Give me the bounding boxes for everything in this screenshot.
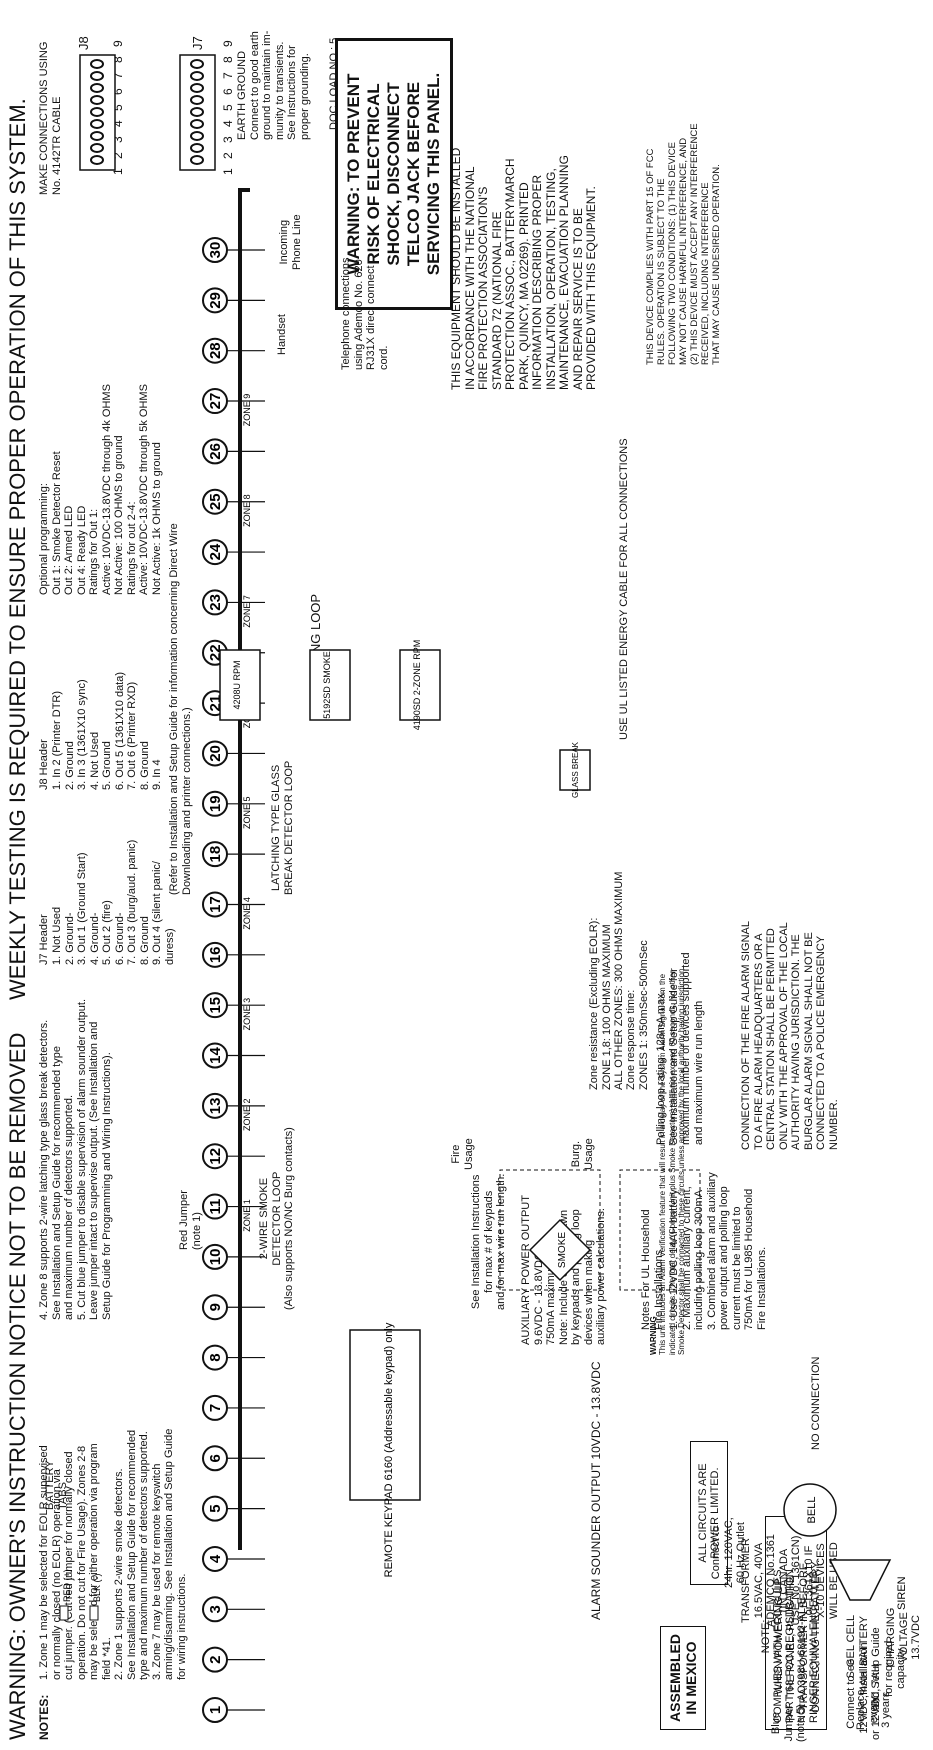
- terminal-label-9: 9: [207, 1303, 224, 1311]
- polling-device-5192sd: [309, 649, 351, 721]
- terminal-label-14: 14: [207, 1047, 224, 1064]
- j7-pin-9: [190, 59, 204, 69]
- terminal-label-16: 16: [207, 946, 224, 963]
- j7-pin-2: [190, 143, 204, 153]
- terminal-label-5: 5: [207, 1504, 224, 1512]
- bell-symbol: [783, 1483, 837, 1537]
- j7-pin-1: [190, 155, 204, 165]
- siren-label: SIREN: [896, 1576, 908, 1610]
- battery-red-label: RED (+): [62, 1569, 72, 1602]
- battery-tab-blk: [89, 1605, 99, 1621]
- terminal-label-19: 19: [207, 795, 224, 812]
- terminal-label-13: 13: [207, 1098, 224, 1115]
- j8-pin-1: [90, 155, 104, 165]
- rpm-4208u-label: 4208U RPM: [232, 660, 242, 709]
- terminal-label-3: 3: [207, 1605, 224, 1613]
- terminal-label-12: 12: [207, 1148, 224, 1165]
- terminal-label-1: 1: [207, 1706, 224, 1714]
- j7-pin-4: [190, 119, 204, 129]
- terminal-label-30: 30: [207, 242, 224, 259]
- board-edge: [238, 188, 250, 1550]
- terminal-label-6: 6: [207, 1454, 224, 1462]
- terminal-label-7: 7: [207, 1404, 224, 1412]
- j8-pin-4: [90, 119, 104, 129]
- terminal-label-26: 26: [207, 443, 224, 460]
- terminal-label-4: 4: [207, 1554, 224, 1563]
- zone-label-3: ZONE 3: [242, 998, 252, 1031]
- burg-usage-box: [619, 1169, 701, 1291]
- polling-device-4190sd: [399, 649, 441, 721]
- terminal-label-2: 2: [207, 1655, 224, 1663]
- j7-pin-6: [190, 95, 204, 105]
- terminal-label-29: 29: [207, 292, 224, 309]
- terminal-label-27: 27: [207, 393, 224, 410]
- j8-pin-2: [90, 143, 104, 153]
- siren-symbol: [828, 1559, 892, 1601]
- bell-label: BELL: [806, 1497, 818, 1524]
- terminal-label-8: 8: [207, 1353, 224, 1361]
- terminal-label-18: 18: [207, 846, 224, 863]
- terminal-label-17: 17: [207, 896, 224, 913]
- battery-tab-red: [59, 1605, 69, 1621]
- smoke-detector-symbol: [528, 1218, 592, 1282]
- j7-pin-7: [190, 83, 204, 93]
- terminal-label-28: 28: [207, 342, 224, 359]
- j8-pin-6: [90, 95, 104, 105]
- connector-pins: [90, 59, 204, 165]
- polling-device-4208u: [219, 649, 261, 721]
- smoke-label: SMOKE: [557, 1232, 568, 1268]
- terminal-label-25: 25: [207, 493, 224, 510]
- zone-label-5: ZONE 5: [242, 796, 252, 829]
- zone-label-9: ZONE 9: [242, 394, 252, 427]
- terminal-strip: 1234567891011121314151617181920212223242…: [202, 237, 265, 1723]
- terminal-label-10: 10: [207, 1249, 224, 1266]
- terminal-label-23: 23: [207, 594, 224, 611]
- glass-break-label: GLASS BREAK: [571, 741, 580, 798]
- remote-keypad-box: [349, 1329, 421, 1501]
- rpm-4190sd-label: 4190SD 2-ZONE RPM: [412, 640, 422, 731]
- j8-pin-5: [90, 107, 104, 117]
- keypad-name: REMOTE KEYPAD 6160 (Addressable keypad) …: [383, 1322, 395, 1577]
- j7-pin-3: [190, 131, 204, 141]
- terminal-label-11: 11: [207, 1199, 224, 1215]
- battery-blk-label: BLK (-): [92, 1573, 102, 1602]
- j8-pin-7: [90, 83, 104, 93]
- zone-label-7: ZONE 7: [242, 595, 252, 628]
- terminal-label-20: 20: [207, 745, 224, 762]
- j7-pin-8: [190, 71, 204, 81]
- j8-pin-3: [90, 131, 104, 141]
- zone-label-2: ZONE 2: [242, 1099, 252, 1132]
- zone-label-4: ZONE 4: [242, 897, 252, 930]
- j7-pin-5: [190, 107, 204, 117]
- j8-pin-8: [90, 71, 104, 81]
- j8-pin-9: [90, 59, 104, 69]
- zone-label-8: ZONE 8: [242, 494, 252, 527]
- terminal-label-24: 24: [207, 543, 224, 560]
- terminal-label-15: 15: [207, 997, 224, 1014]
- fire-usage-box: [499, 1169, 601, 1291]
- smoke-5192sd-label: 5192SD SMOKE: [322, 651, 332, 719]
- glass-break-box: [559, 749, 591, 791]
- zone-label-1: ZONE 1: [242, 1199, 252, 1232]
